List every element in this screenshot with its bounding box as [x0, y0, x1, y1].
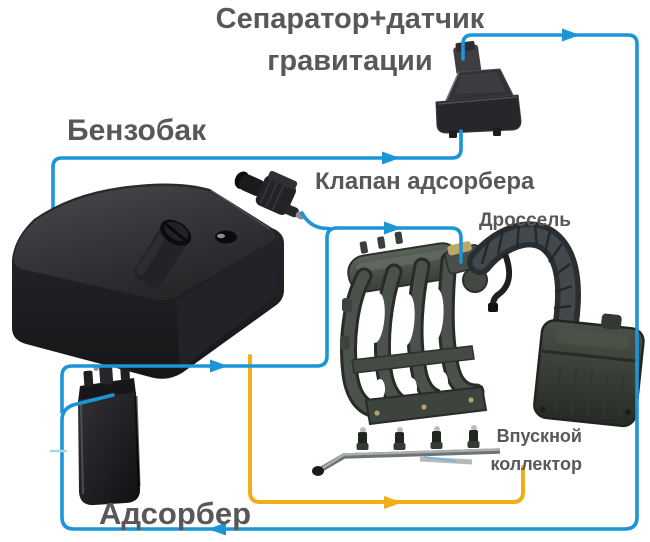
flow-arrow-top-icon — [562, 28, 580, 42]
flow-arrow-to-adsorber-icon — [208, 522, 226, 536]
fuel-tank-label: Бензобак — [67, 114, 207, 147]
separator-photo — [435, 40, 522, 138]
adsorber-label: Адсорбер — [99, 496, 252, 531]
vapor-line-adsorber-to-throttle — [60, 226, 463, 414]
fuel-flow-arrow-icon — [384, 496, 402, 509]
diagram-title-line2: гравитации — [267, 45, 433, 77]
intake-manifold-label-line2: коллектор — [490, 454, 582, 474]
air-filter-photo — [467, 221, 645, 428]
fuel-rail-photo — [312, 425, 501, 476]
intake-manifold-label-line1: Впускной — [496, 426, 582, 446]
fuel-tank-photo — [12, 183, 284, 379]
adsorber-valve-label: Клапан адсорбера — [315, 168, 535, 195]
vapor-line-tank-to-separator — [51, 129, 463, 169]
throttle-label: Дроссель — [479, 210, 571, 231]
flow-arrow-to-separator-icon — [382, 151, 400, 165]
intake-manifold-photo — [340, 231, 488, 426]
purge-valve-photo — [234, 170, 305, 220]
intake-manifold-label: Впускной коллектор — [470, 422, 582, 478]
flow-arrow-to-throttle-icon — [384, 221, 402, 235]
diagram-title-line1: Сепаратор+датчик — [215, 3, 485, 35]
adsorber-photo — [78, 364, 141, 506]
flow-arrow-from-adsorber-icon — [210, 359, 228, 373]
vapor-line-separator-to-adsorber — [60, 33, 639, 531]
injectors — [356, 425, 480, 450]
vapor-line-valve-connector — [300, 211, 331, 231]
